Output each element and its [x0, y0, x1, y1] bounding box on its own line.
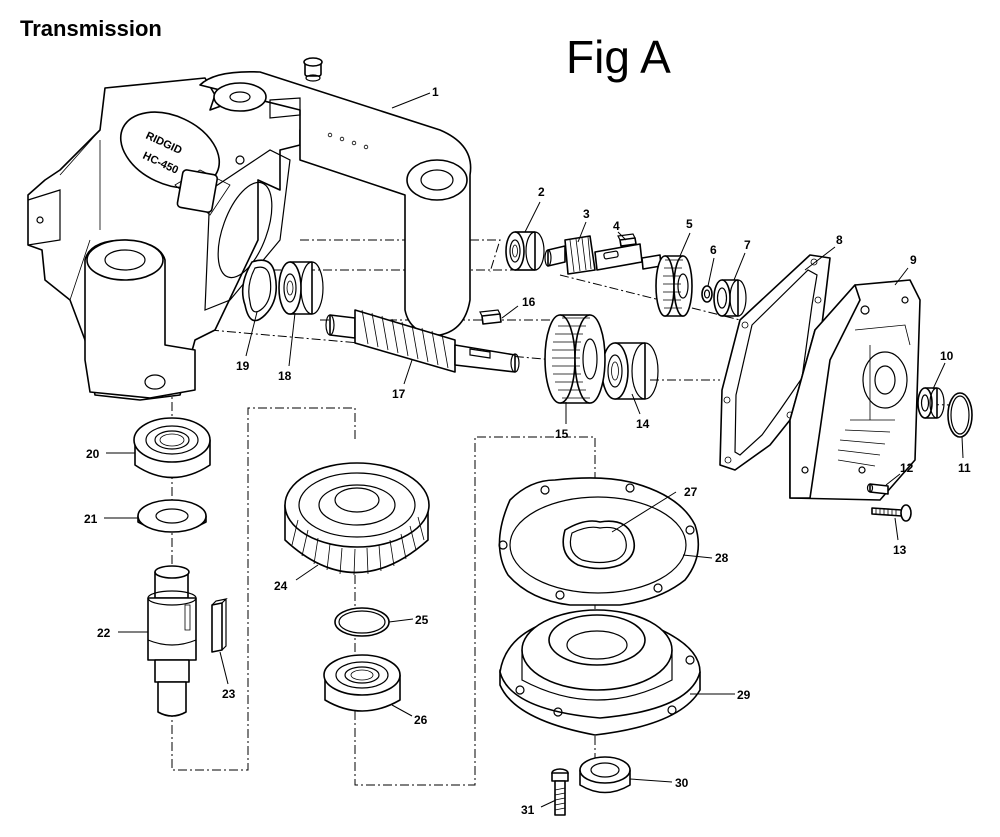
part-number-15: 15	[555, 427, 569, 441]
part-25-snap-ring	[334, 607, 390, 637]
part-10-bearing	[917, 387, 945, 419]
part-13-screw	[871, 504, 912, 522]
part-4-key	[617, 233, 637, 247]
part-number-22: 22	[97, 626, 111, 640]
part-3-pinion-shaft	[544, 235, 662, 275]
part-9-cover	[789, 279, 921, 501]
part-number-9: 9	[910, 253, 917, 267]
part-number-24: 24	[274, 579, 288, 593]
part-number-20: 20	[86, 447, 100, 461]
part-29-bottom-cover	[499, 609, 701, 736]
part-11-o-ring	[947, 392, 973, 438]
part-number-3: 3	[583, 207, 590, 221]
part-17-worm-shaft	[325, 309, 520, 373]
diagram-title: Transmission	[20, 16, 162, 41]
part-number-12: 12	[900, 461, 914, 475]
part-2-bearing	[505, 231, 545, 271]
part-number-1: 1	[432, 85, 439, 99]
part-number-29: 29	[737, 688, 751, 702]
part-6-washer	[701, 285, 713, 303]
part-22-output-shaft	[147, 565, 197, 717]
part-number-10: 10	[940, 349, 954, 363]
part-number-21: 21	[84, 512, 98, 526]
part-30-seal	[579, 756, 631, 794]
part-number-19: 19	[236, 359, 250, 373]
part-26-bearing	[323, 654, 401, 712]
part-27-seal	[562, 520, 636, 570]
part-number-30: 30	[675, 776, 689, 790]
part-number-2: 2	[538, 185, 545, 199]
part-number-26: 26	[414, 713, 428, 727]
part-7-bearing	[713, 279, 747, 317]
part-number-31: 31	[521, 803, 535, 817]
part-21-washer	[137, 499, 207, 533]
part-5-gear	[655, 255, 693, 317]
part-23-key	[211, 598, 228, 653]
part-number-18: 18	[278, 369, 292, 383]
part-16-key	[479, 309, 502, 325]
part-number-23: 23	[222, 687, 236, 701]
part-number-25: 25	[415, 613, 429, 627]
part-15-gear	[544, 314, 606, 404]
figure-label: Fig A	[566, 31, 671, 83]
part-18-bearing	[278, 261, 324, 315]
part-31-bolt	[551, 768, 569, 816]
part-number-labels: 1 2 3 4 5 6 7 8 9 10 11 12 13 14 15 16 1…	[84, 85, 971, 817]
part-number-27: 27	[684, 485, 698, 499]
part-number-16: 16	[522, 295, 536, 309]
part-number-28: 28	[715, 551, 729, 565]
part-number-11: 11	[958, 461, 971, 475]
part-number-13: 13	[893, 543, 907, 557]
part-19-wave-washer	[241, 259, 278, 322]
part-number-14: 14	[636, 417, 650, 431]
leader-lines	[104, 92, 964, 808]
part-number-7: 7	[744, 238, 751, 252]
part-14-bearing	[601, 342, 659, 400]
part-24-worm-gear	[284, 462, 430, 576]
part-number-17: 17	[392, 387, 406, 401]
part-number-6: 6	[710, 243, 717, 257]
part-number-5: 5	[686, 217, 693, 231]
part-20-bearing	[133, 417, 211, 479]
part-number-8: 8	[836, 233, 843, 247]
part-12-pin	[866, 483, 889, 495]
part-1-housing: RIDGID HC-450	[27, 57, 472, 401]
part-number-4: 4	[613, 219, 620, 233]
